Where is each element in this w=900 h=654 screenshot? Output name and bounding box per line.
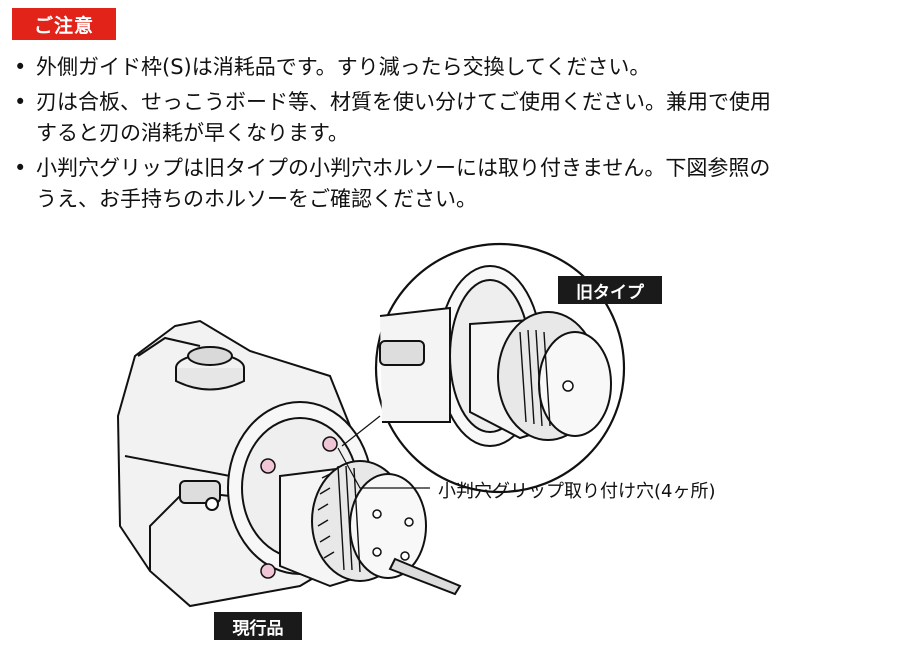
hole-saw-illustration: 旧タイプ 現行品 小判穴グリップ取り付け穴(4ヶ所) (0, 226, 900, 650)
note-item: • 刃は合板、せっこうボード等、材質を使い分けてご使用ください。兼用で使用 すると… (14, 87, 890, 149)
callout-leader (337, 447, 430, 489)
note-text: 刃は合板、せっこうボード等、材質を使い分けてご使用ください。兼用で使用 すると刃… (36, 90, 771, 145)
mounting-hole (260, 458, 276, 474)
caution-notes-list: • 外側ガイド枠(S)は消耗品です。すり減ったら交換してください。 • 刃は合板、せ… (14, 52, 890, 219)
note-text: 小判穴グリップは旧タイプの小判穴ホルソーには取り付きません。下図参照の うえ、お… (36, 156, 771, 211)
note-item: • 小判穴グリップは旧タイプの小判穴ホルソーには取り付きません。下図参照の うえ、… (14, 153, 890, 215)
mounting-hole (260, 563, 276, 579)
note-text: 外側ガイド枠(S)は消耗品です。すり減ったら交換してください。 (36, 55, 651, 79)
bullet-icon: • (14, 55, 27, 79)
old-type-label: 旧タイプ (558, 276, 662, 304)
bullet-icon: • (14, 156, 27, 180)
bullet-icon: • (14, 90, 27, 114)
note-item: • 外側ガイド枠(S)は消耗品です。すり減ったら交換してください。 (14, 52, 890, 83)
product-drawing (116, 242, 626, 608)
current-product-label: 現行品 (214, 612, 302, 640)
mounting-hole (322, 436, 338, 452)
caution-title: ご注意 (12, 8, 116, 40)
pilot-drill (388, 557, 462, 596)
mounting-holes-callout: 小判穴グリップ取り付け穴(4ヶ所) (438, 481, 716, 502)
